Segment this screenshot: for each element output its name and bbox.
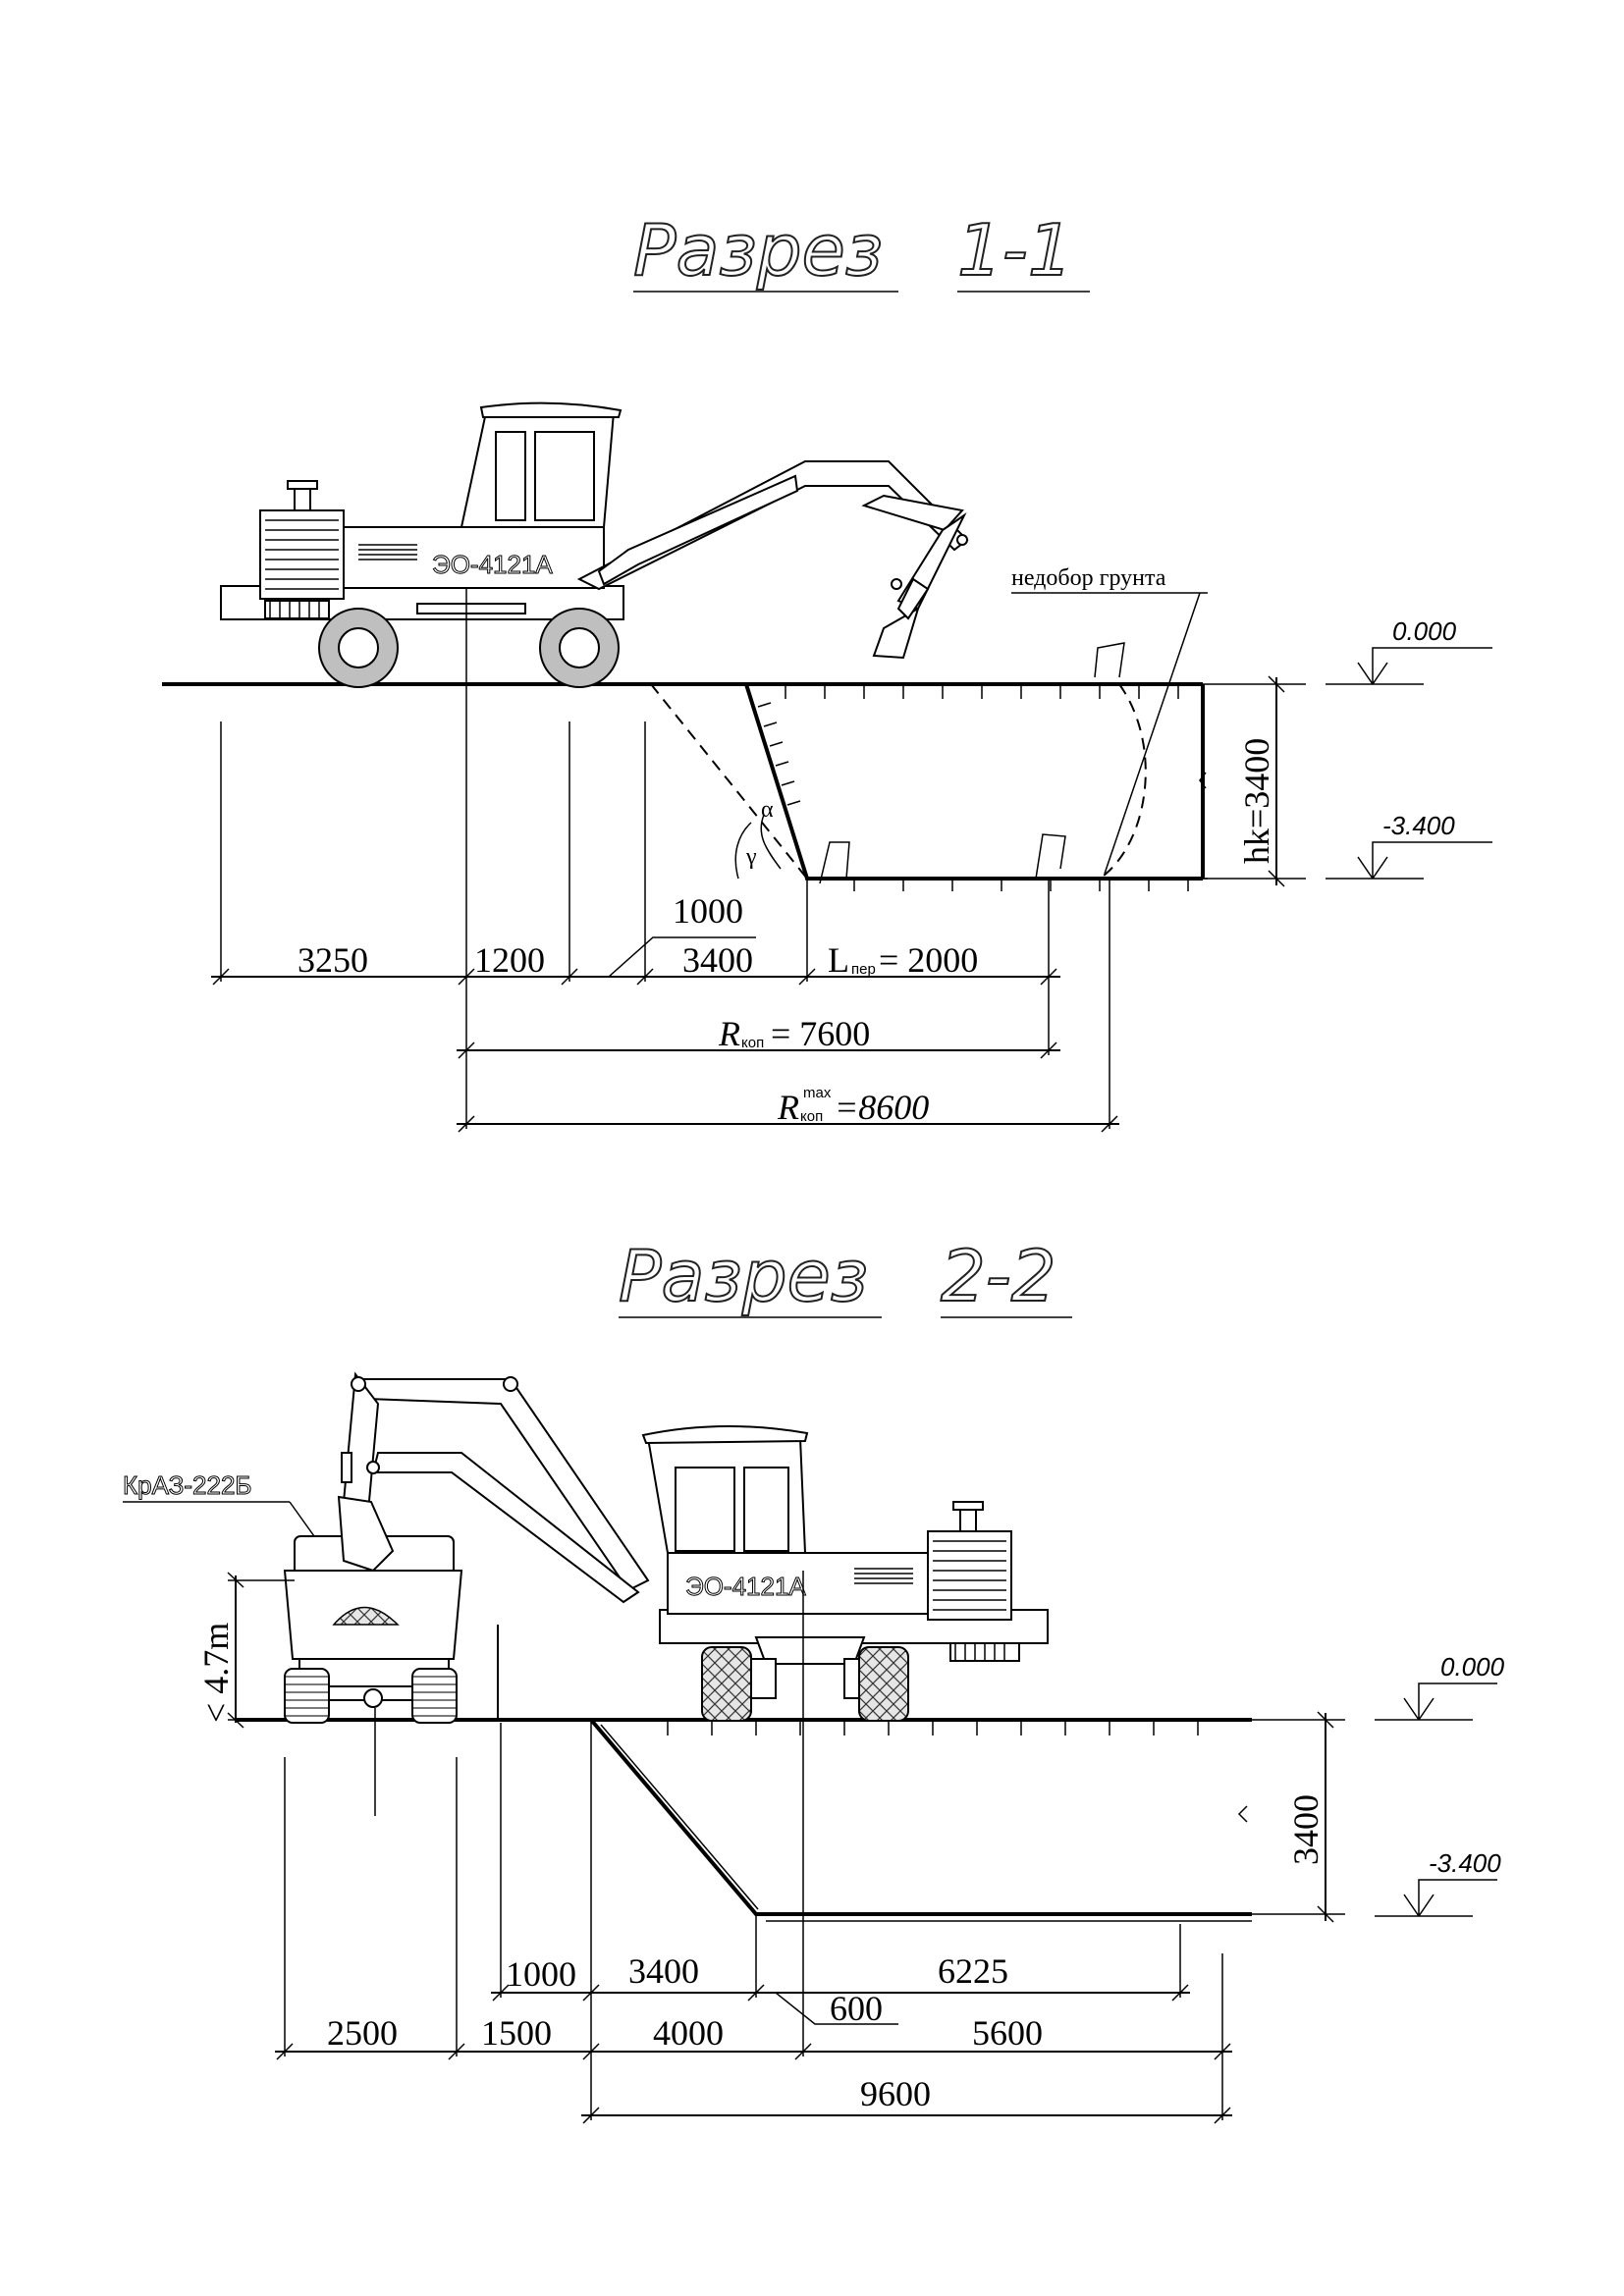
- section-2: Разрез 2-2: [123, 1234, 1505, 2124]
- dim2-5600: 5600: [972, 2013, 1043, 2053]
- section2-level-bottom: -3.400: [1429, 1848, 1501, 1878]
- section-1: Разрез 1-1: [162, 208, 1492, 1133]
- truck-leader-line: [289, 1501, 315, 1537]
- section1-depth-label: hk=3400: [1237, 738, 1276, 864]
- section2-dimensions: [275, 1571, 1232, 2124]
- excavator2-model-label: ЭО-4121А: [685, 1572, 806, 1601]
- section2-level-top: 0.000: [1440, 1652, 1505, 1682]
- dim2-6225: 6225: [938, 1951, 1008, 1991]
- truck-height-label: < 4.7m: [196, 1623, 236, 1723]
- dim-r-value: = 7600: [771, 1014, 870, 1053]
- section1-dimensions: [211, 589, 1119, 1133]
- section1-level-bottom: -3.400: [1382, 811, 1455, 840]
- section1-title-number: 1-1: [957, 209, 1073, 292]
- dim-1000: 1000: [673, 891, 743, 931]
- dim2-3400: 3400: [628, 1951, 699, 1991]
- dim2-1500: 1500: [481, 2013, 552, 2053]
- dim-3250: 3250: [298, 940, 368, 980]
- dim-lper-value: = 2000: [879, 940, 978, 980]
- dim2-1000: 1000: [506, 1954, 576, 1994]
- excavator1-model-label: ЭО-4121А: [432, 550, 553, 579]
- truck-model-label: КрАЗ-222Б: [123, 1470, 251, 1500]
- section1-title-word: Разрез: [633, 209, 883, 292]
- section2-trench: [236, 1718, 1252, 1922]
- dim-rmax-sup: max: [803, 1085, 832, 1101]
- dim-r-sub: коп: [741, 1035, 764, 1051]
- angle-gamma-label: γ: [745, 844, 757, 870]
- dim2-2500: 2500: [327, 2013, 398, 2053]
- dim2-9600: 9600: [860, 2074, 931, 2113]
- dim-rmax-value: =8600: [835, 1088, 929, 1127]
- dim-lper-sub: пер: [851, 961, 876, 978]
- dim-rmax-letter: R: [777, 1088, 799, 1127]
- section2-title-number: 2-2: [941, 1235, 1056, 1317]
- dim-r-letter: R: [718, 1014, 740, 1053]
- dim-1200: 1200: [474, 940, 545, 980]
- dump-truck: [283, 1535, 499, 1724]
- note-leftover-soil: недобор грунта: [1011, 565, 1166, 591]
- dim2-600: 600: [830, 1989, 883, 2028]
- dim-3400: 3400: [682, 940, 753, 980]
- dim2-4000: 4000: [653, 2013, 724, 2053]
- section2-level-marks: [1237, 1682, 1497, 1923]
- note-leader-line: [1104, 592, 1201, 875]
- section1-excavation: [162, 642, 1208, 891]
- angle-alpha-label: α: [761, 797, 774, 823]
- dim-rmax-sub: коп: [800, 1108, 823, 1125]
- excavator-1: [220, 401, 969, 688]
- truck-height-limit: [227, 1572, 295, 1729]
- section1-level-top: 0.000: [1392, 616, 1457, 646]
- excavator-2: [337, 1371, 1049, 1722]
- section2-depth-label: 3400: [1286, 1794, 1326, 1865]
- dim-lper-letter: L: [828, 940, 849, 980]
- section2-title-word: Разрез: [619, 1235, 868, 1317]
- section1-level-marks: [1199, 647, 1492, 887]
